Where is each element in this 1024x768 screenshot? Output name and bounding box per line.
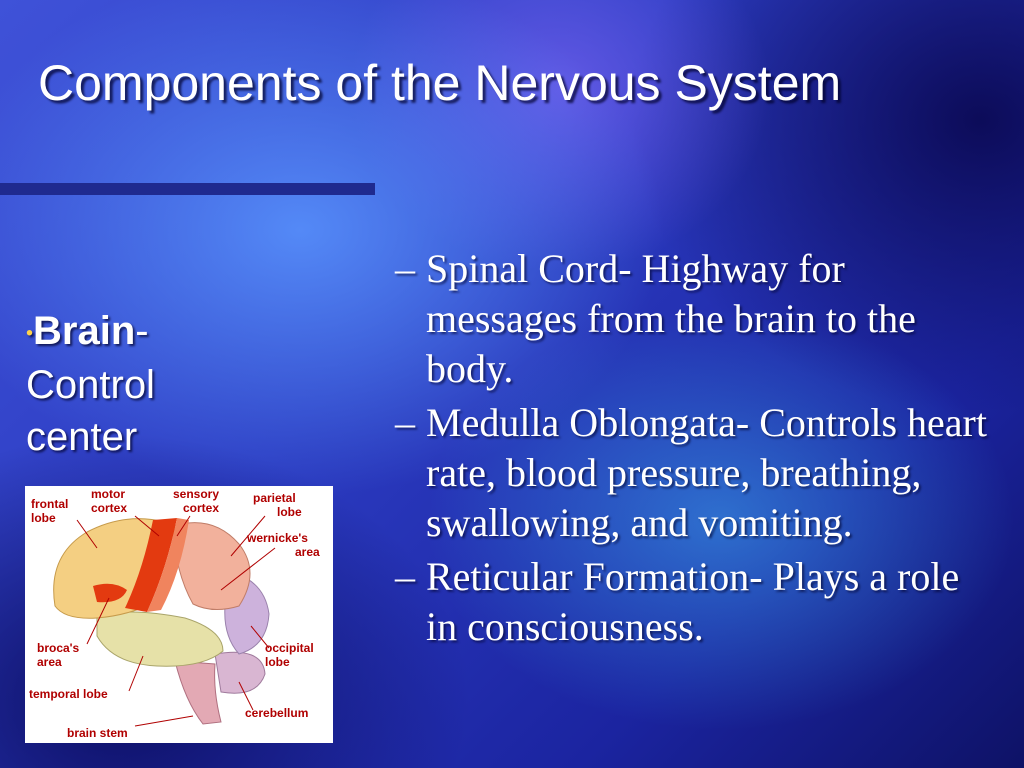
broca-area-label: broca's: [37, 641, 80, 655]
brain-stem-shape: [174, 660, 222, 725]
list-item-medulla-oblongata: –Medulla Oblongata- Controls heart rate,…: [395, 398, 995, 548]
list-item-text: Reticular Formation- Plays a role in con…: [426, 554, 960, 649]
list-item-spinal-cord: –Spinal Cord- Highway for messages from …: [395, 244, 995, 394]
dash-icon: –: [395, 400, 415, 445]
motor-cortex-label: motor: [91, 487, 125, 501]
sensory-cortex-label-2: cortex: [183, 501, 219, 515]
dash-icon: –: [395, 246, 415, 291]
parietal-lobe-shape: [172, 522, 251, 610]
temporal-lobe-label: temporal lobe: [29, 687, 108, 701]
list-item-text: Medulla Oblongata- Controls heart rate, …: [426, 400, 987, 545]
list-item-reticular-formation: –Reticular Formation- Plays a role in co…: [395, 552, 995, 652]
brain-stem-label: brain stem: [67, 726, 128, 740]
occipital-lobe-label-2: lobe: [265, 655, 290, 669]
list-item-text: Spinal Cord- Highway for messages from t…: [426, 246, 916, 391]
cerebellum-shape: [214, 651, 266, 694]
brain-description: - Control center: [26, 309, 155, 460]
temporal-lobe-shape: [96, 611, 224, 667]
cerebellum-label: cerebellum: [245, 706, 308, 720]
broca-area-label-2: area: [37, 655, 62, 669]
brain-diagram: frontal lobe motor cortex sensory cortex…: [25, 486, 333, 743]
sensory-cortex-label: sensory: [173, 487, 219, 501]
motor-cortex-label-2: cortex: [91, 501, 127, 515]
parietal-lobe-label: parietal: [253, 491, 296, 505]
brain-bullet: •Brain- Control center: [26, 305, 266, 463]
broca-area-shape: [93, 583, 127, 603]
slide-title: Components of the Nervous System: [38, 55, 842, 111]
title-underline: [0, 183, 375, 195]
frontal-lobe-label-2: lobe: [31, 511, 56, 525]
occipital-lobe-label: occipital: [265, 641, 314, 655]
dash-icon: –: [395, 554, 415, 599]
bullet-dot-icon: •: [26, 322, 34, 345]
brain-term: Brain: [33, 309, 136, 353]
motor-cortex-shape: [125, 518, 177, 612]
frontal-lobe-label: frontal: [31, 497, 68, 511]
parietal-lobe-label-2: lobe: [277, 505, 302, 519]
wernicke-area-label-2: area: [295, 545, 320, 559]
wernicke-area-label: wernicke's: [246, 531, 308, 545]
leader-lines: [76, 515, 276, 727]
brain-illustration: frontal lobe motor cortex sensory cortex…: [29, 487, 320, 740]
sensory-cortex-shape: [147, 518, 189, 612]
component-list: –Spinal Cord- Highway for messages from …: [395, 244, 995, 656]
